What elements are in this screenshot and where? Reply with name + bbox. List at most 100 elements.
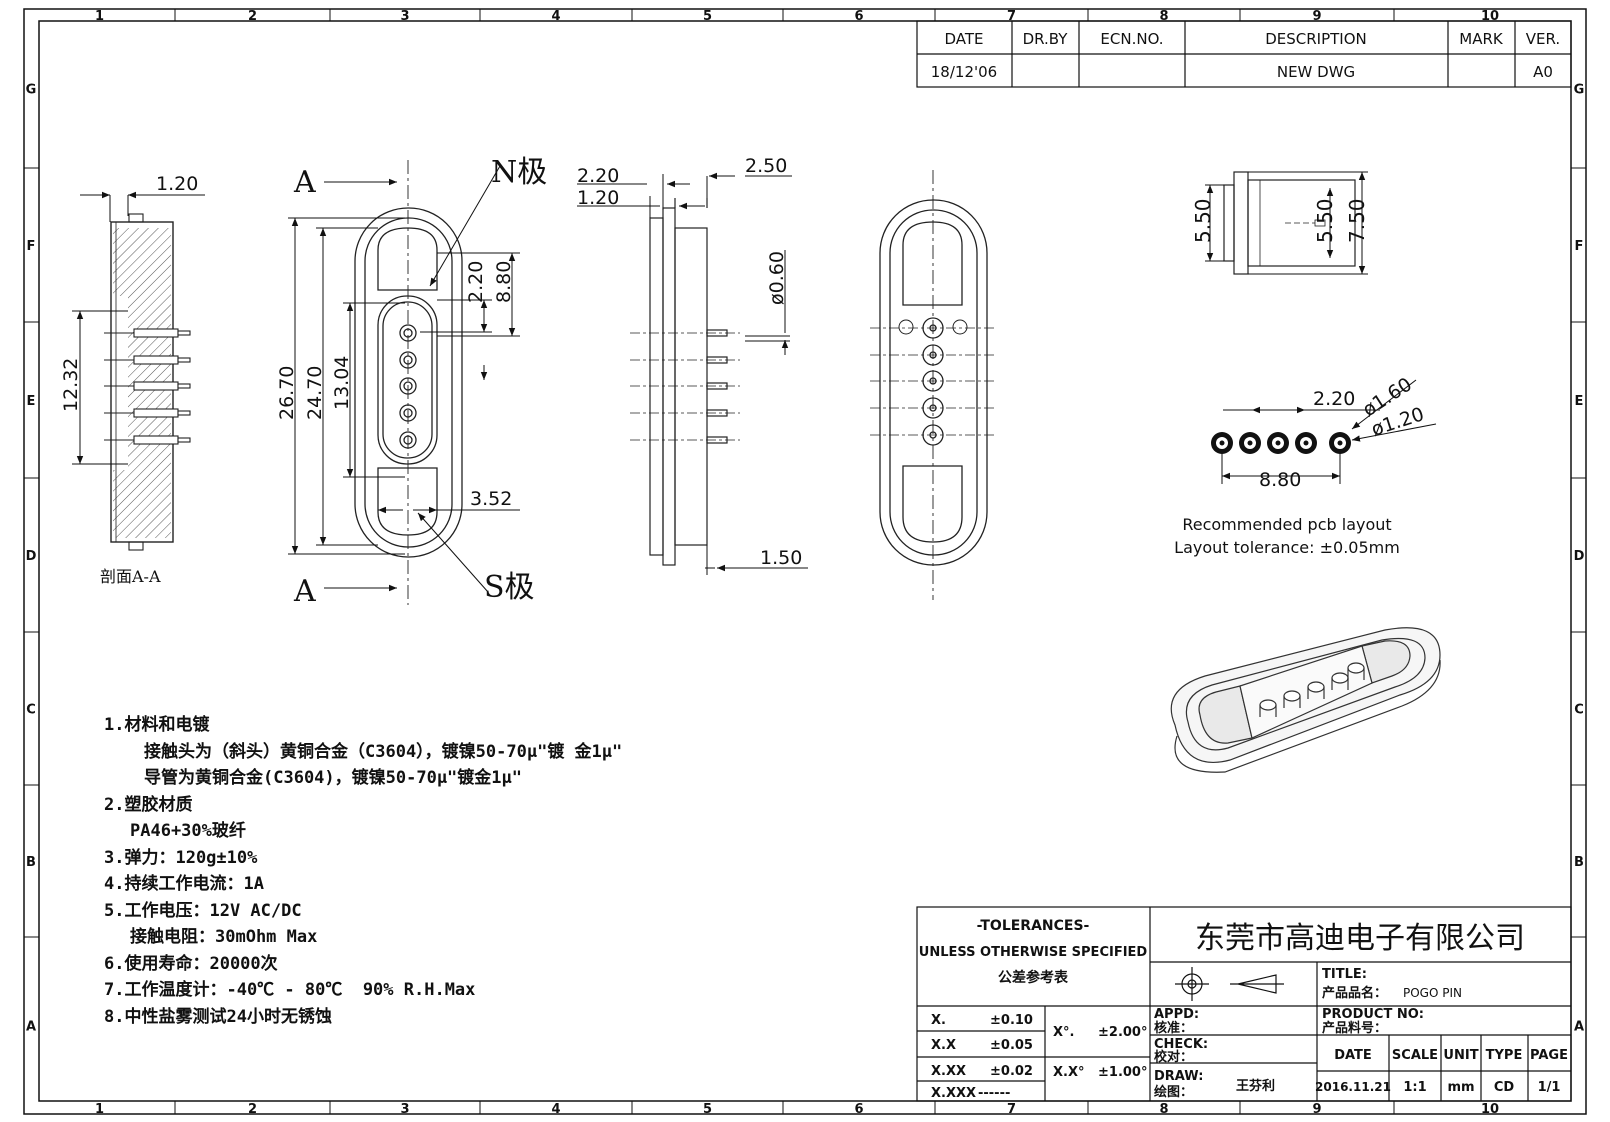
tolerance-title: -TOLERANCES- [977, 918, 1090, 934]
iso-pin-top-1 [1259, 699, 1277, 711]
note-3: 3.弹力：120g±10% [104, 847, 258, 868]
zone-row-right-D: D [1574, 549, 1585, 564]
isometric-view [1170, 627, 1441, 773]
title-block-text: -TOLERANCES- UNLESS OTHERWISE SPECIFIED … [919, 918, 1568, 1101]
company-name: 东莞市高迪电子有限公司 [1195, 921, 1525, 956]
note-4: 4.持续工作电流：1A [104, 874, 264, 894]
pcb-dims [1221, 379, 1437, 484]
zone-col-bottom-9: 9 [1312, 1102, 1321, 1117]
revision-table [916, 20, 1572, 88]
section-marker-top: A [293, 165, 316, 200]
dim-dia-0-60: ø0.60 [766, 251, 788, 305]
product-name-label: 产品品名： [1322, 985, 1387, 1001]
section-pin-4 [133, 408, 179, 418]
n-pole-label: N极 [491, 155, 547, 190]
zone-col-top-10: 10 [1481, 9, 1499, 24]
tol-row-3-key: X.XX [931, 1064, 966, 1079]
iso-pin-top-2 [1283, 690, 1301, 702]
appd-cn: 核准： [1154, 1020, 1193, 1036]
rev-description-value: NEW DWG [1277, 63, 1355, 81]
section-pin-3 [133, 381, 179, 391]
pcb-labels: 2.20 ø1.60 ø1.20 8.80 Recommended pcb la… [1174, 373, 1427, 557]
zone-col-top-8: 8 [1159, 9, 1168, 24]
pcb-layout [1211, 432, 1351, 454]
iso-pin-top-4 [1331, 672, 1349, 684]
tol-row-1-val: ±0.10 [990, 1013, 1033, 1028]
zone-col-bottom-2: 2 [248, 1102, 257, 1117]
rev-header-ver: VER. [1526, 30, 1560, 48]
section-labels: 1.20 12.32 剖面A-A [60, 173, 198, 586]
zone-col-top-1: 1 [95, 9, 104, 24]
dim-24-70: 24.70 [304, 366, 326, 420]
dim-12-32: 12.32 [60, 358, 82, 412]
tolerance-cn: 公差参考表 [998, 969, 1069, 986]
dim-1-20-section: 1.20 [156, 173, 198, 195]
section-pin-5 [133, 435, 179, 445]
zone-row-right-B: B [1574, 855, 1584, 870]
note-1-title: 1.材料和电镀 [104, 715, 210, 735]
pcb-hole-center-2 [1247, 440, 1253, 446]
rev-date-value: 18/12'06 [931, 63, 997, 81]
info-header-unit: UNIT [1443, 1048, 1478, 1063]
iso-pin-top-5 [1347, 662, 1365, 674]
s-pole-label: S极 [484, 570, 535, 605]
section-pin-tip-4 [177, 410, 191, 416]
tol-angle-1-val: ±2.00° [1098, 1025, 1147, 1040]
rev-header-description: DESCRIPTION [1265, 30, 1367, 48]
info-header-date: DATE [1334, 1048, 1372, 1063]
rev-header-drby: DR.BY [1023, 30, 1069, 48]
section-pin-1 [133, 328, 179, 338]
product-no-label: PRODUCT NO: [1322, 1007, 1424, 1022]
section-pin-tip-1 [177, 330, 191, 336]
drawer-name: 王芬利 [1236, 1078, 1275, 1094]
dim-1-20-side: 1.20 [577, 187, 619, 209]
front-labels: A A N极 S极 26.70 24.70 13.04 2.20 8.80 3.… [276, 155, 547, 609]
zone-col-top-3: 3 [400, 9, 409, 24]
iso-pin-top-3 [1307, 681, 1325, 693]
sheet-frame [23, 8, 1587, 1115]
section-view [104, 213, 191, 551]
zone-col-top-2: 2 [248, 9, 257, 24]
info-header-scale: SCALE [1392, 1048, 1438, 1063]
section-dims [72, 191, 205, 465]
note-6: 6.使用寿命：20000次 [104, 953, 278, 974]
zone-row-left-G: G [26, 83, 37, 98]
zone-col-bottom-3: 3 [400, 1102, 409, 1117]
appd-label: APPD: [1154, 1007, 1199, 1022]
zone-row-left-C: C [26, 703, 36, 718]
tol-angle-1-key: X°. [1053, 1025, 1074, 1040]
product-no-cn: 产品料号： [1322, 1020, 1387, 1036]
tol-row-4-val: ------ [978, 1086, 1010, 1101]
top-detail-labels: 5.50 5.50 7.50 [1191, 198, 1369, 243]
dim-7-50: 7.50 [1345, 198, 1369, 243]
check-cn: 校对： [1154, 1049, 1193, 1065]
tol-row-2-key: X.X [931, 1038, 956, 1053]
zone-row-right-G: G [1574, 83, 1585, 98]
info-value-page: 1/1 [1538, 1080, 1561, 1095]
dim-5-50-left: 5.50 [1191, 198, 1215, 243]
pcb-caption-2: Layout tolerance: ±0.05mm [1174, 538, 1400, 557]
info-header-type: TYPE [1486, 1048, 1523, 1063]
zone-row-left-E: E [27, 394, 36, 409]
zone-col-bottom-10: 10 [1481, 1102, 1499, 1117]
zone-col-top-7: 7 [1007, 9, 1016, 24]
pcb-hole-center-1 [1219, 440, 1225, 446]
note-5: 5.工作电压：12V AC/DC [104, 900, 302, 921]
title-block-lines [916, 906, 1572, 1102]
dim-26-70: 26.70 [276, 366, 298, 420]
zone-row-left-B: B [26, 855, 36, 870]
note-1-line-2: 导管为黄铜合金(C3604)，镀镍50-70μ"镀金1μ" [144, 768, 522, 788]
pcb-caption-1: Recommended pcb layout [1182, 515, 1391, 534]
side-dims [577, 172, 808, 575]
tol-row-1-key: X. [931, 1013, 946, 1028]
info-value-type: CD [1494, 1080, 1515, 1095]
zone-col-bottom-6: 6 [854, 1102, 863, 1117]
info-header-page: PAGE [1530, 1048, 1568, 1063]
title-label: TITLE: [1322, 967, 1367, 982]
zone-row-right-F: F [1575, 239, 1584, 254]
technical-notes: 1.材料和电镀 接触头为（斜头）黄铜合金（C3604），镀镍50-70μ"镀 金… [104, 712, 622, 1030]
section-pin-tip-5 [177, 437, 191, 443]
dim-2-20-front: 2.20 [465, 261, 487, 303]
dim-3-52: 3.52 [470, 488, 512, 510]
